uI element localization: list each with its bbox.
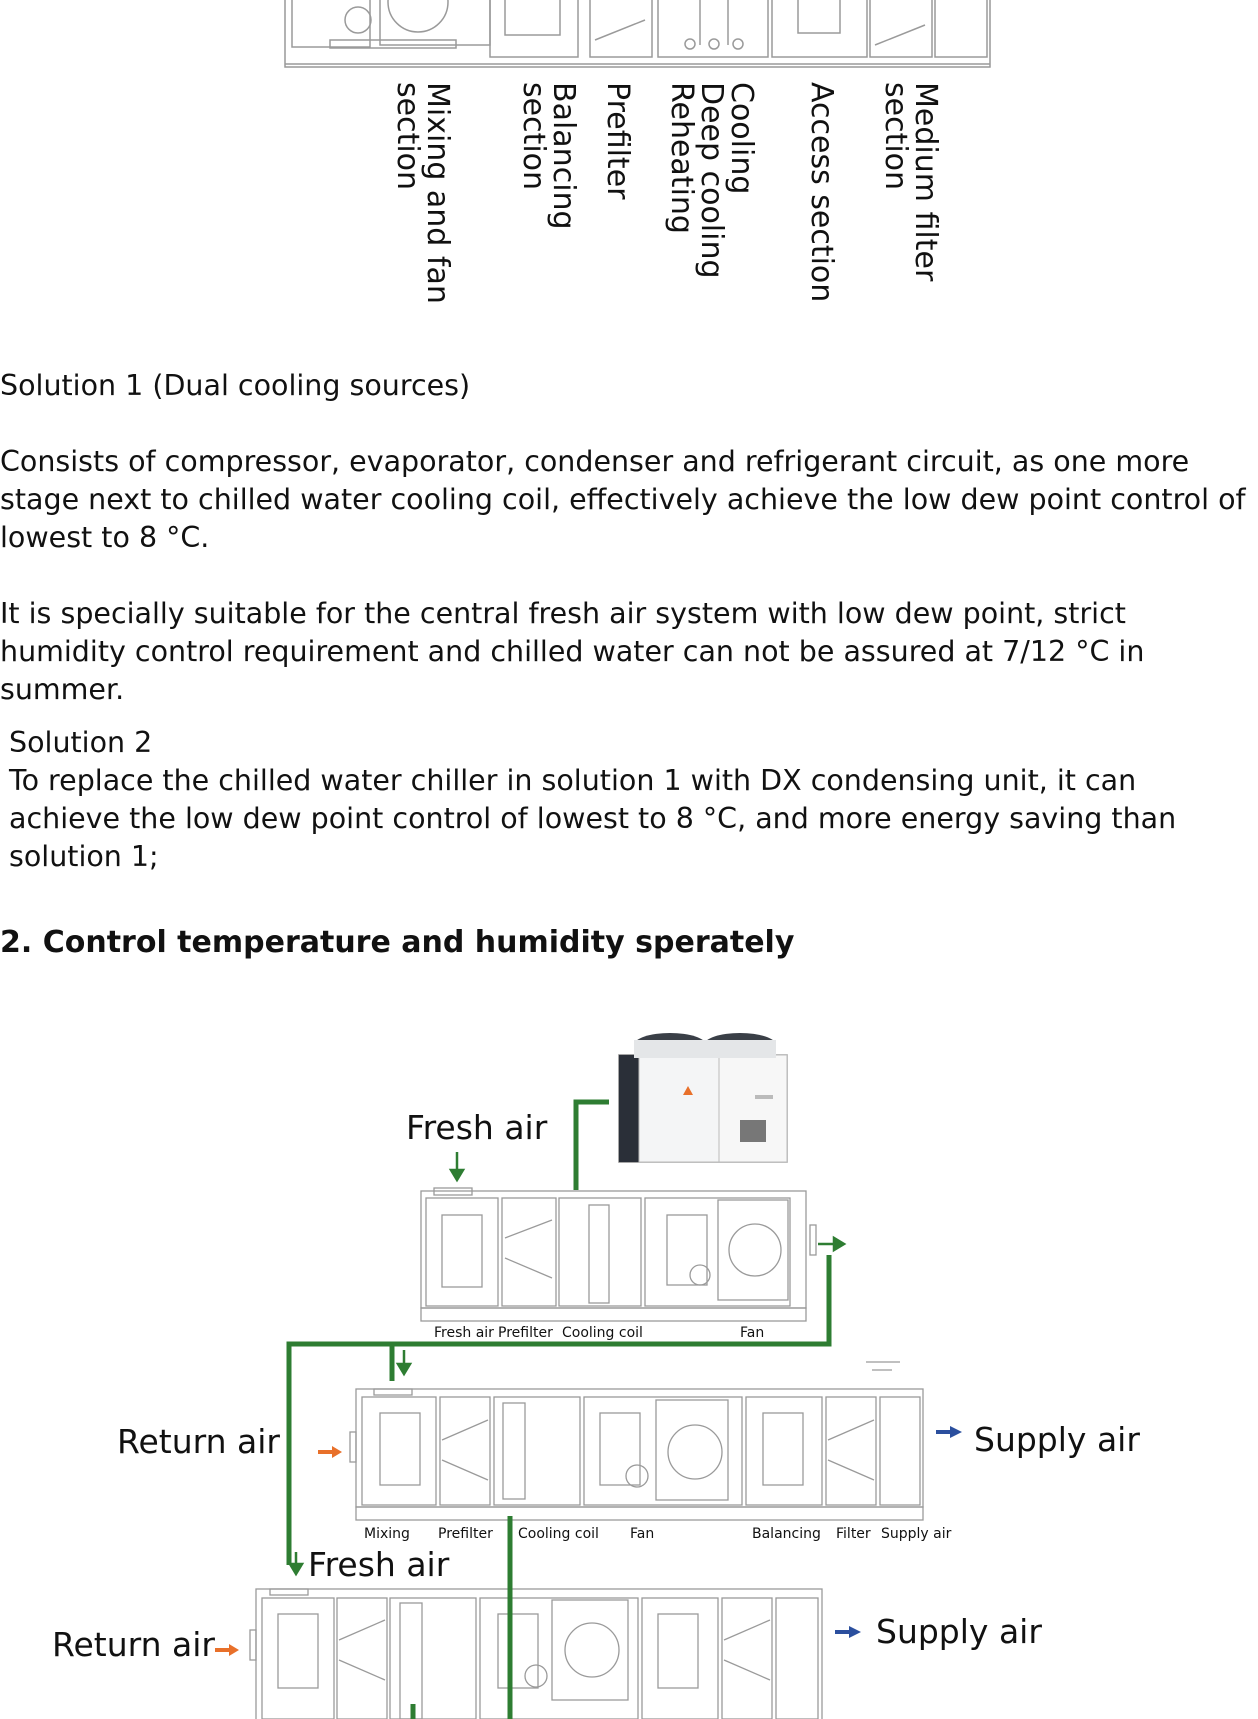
solution2-title: Solution 2 bbox=[9, 726, 153, 759]
section2-heading: 2. Control temperature and humidity sper… bbox=[0, 925, 795, 960]
label-medium-filter-section: Medium filter section bbox=[878, 82, 943, 282]
fresh-air-label-top: Fresh air bbox=[406, 1108, 548, 1147]
unit2-label-balancing: Balancing bbox=[752, 1526, 821, 1542]
supply-air-label-1: Supply air bbox=[974, 1420, 1140, 1459]
ahu-unit-2 bbox=[349, 1361, 924, 1521]
fresh-air-label-mid: Fresh air bbox=[308, 1545, 450, 1584]
top-ahu-drawing bbox=[284, 0, 991, 68]
unit2-label-cooling-coil: Cooling coil bbox=[518, 1526, 599, 1542]
unit2-label-mixing: Mixing bbox=[364, 1526, 410, 1542]
solution2-paragraph: To replace the chilled water chiller in … bbox=[9, 764, 1177, 873]
return-air-label-1: Return air bbox=[117, 1422, 280, 1461]
unit1-label-cooling-coil: Cooling coil bbox=[562, 1325, 643, 1341]
unit1-label-fresh-air: Fresh air bbox=[434, 1325, 494, 1341]
label-mixing-fan-section: Mixing and fan section bbox=[390, 82, 455, 304]
solution1-paragraph-1: Consists of compressor, evaporator, cond… bbox=[0, 445, 1246, 554]
green-flow-arrows bbox=[287, 1152, 847, 1577]
label-access-section: Access section bbox=[804, 82, 839, 303]
unit2-label-filter: Filter bbox=[836, 1526, 871, 1542]
unit1-label-prefilter: Prefilter bbox=[498, 1325, 553, 1341]
ahu-unit-3 bbox=[249, 1588, 823, 1719]
supply-air-label-2: Supply air bbox=[876, 1612, 1042, 1651]
label-prefilter: Prefilter bbox=[600, 82, 635, 200]
air-direction-arrows bbox=[215, 1426, 962, 1656]
label-cooling-sections: Cooling Deep cooling Reheating bbox=[664, 82, 759, 279]
unit2-label-fan: Fan bbox=[630, 1526, 655, 1542]
chilled-water-pipes bbox=[286, 1099, 832, 1719]
return-air-label-2: Return air bbox=[52, 1625, 215, 1664]
label-balancing-section: Balancing section bbox=[516, 82, 581, 230]
solution1-title: Solution 1 (Dual cooling sources) bbox=[0, 369, 471, 402]
unit2-label-supply-air: Supply air bbox=[881, 1526, 952, 1542]
unit1-label-fan: Fan bbox=[740, 1325, 765, 1341]
solution1-paragraph-2: It is specially suitable for the central… bbox=[0, 597, 1145, 706]
unit2-label-prefilter: Prefilter bbox=[438, 1526, 493, 1542]
ahu-unit-1 bbox=[420, 1187, 817, 1322]
condensing-unit-image bbox=[618, 1033, 788, 1163]
